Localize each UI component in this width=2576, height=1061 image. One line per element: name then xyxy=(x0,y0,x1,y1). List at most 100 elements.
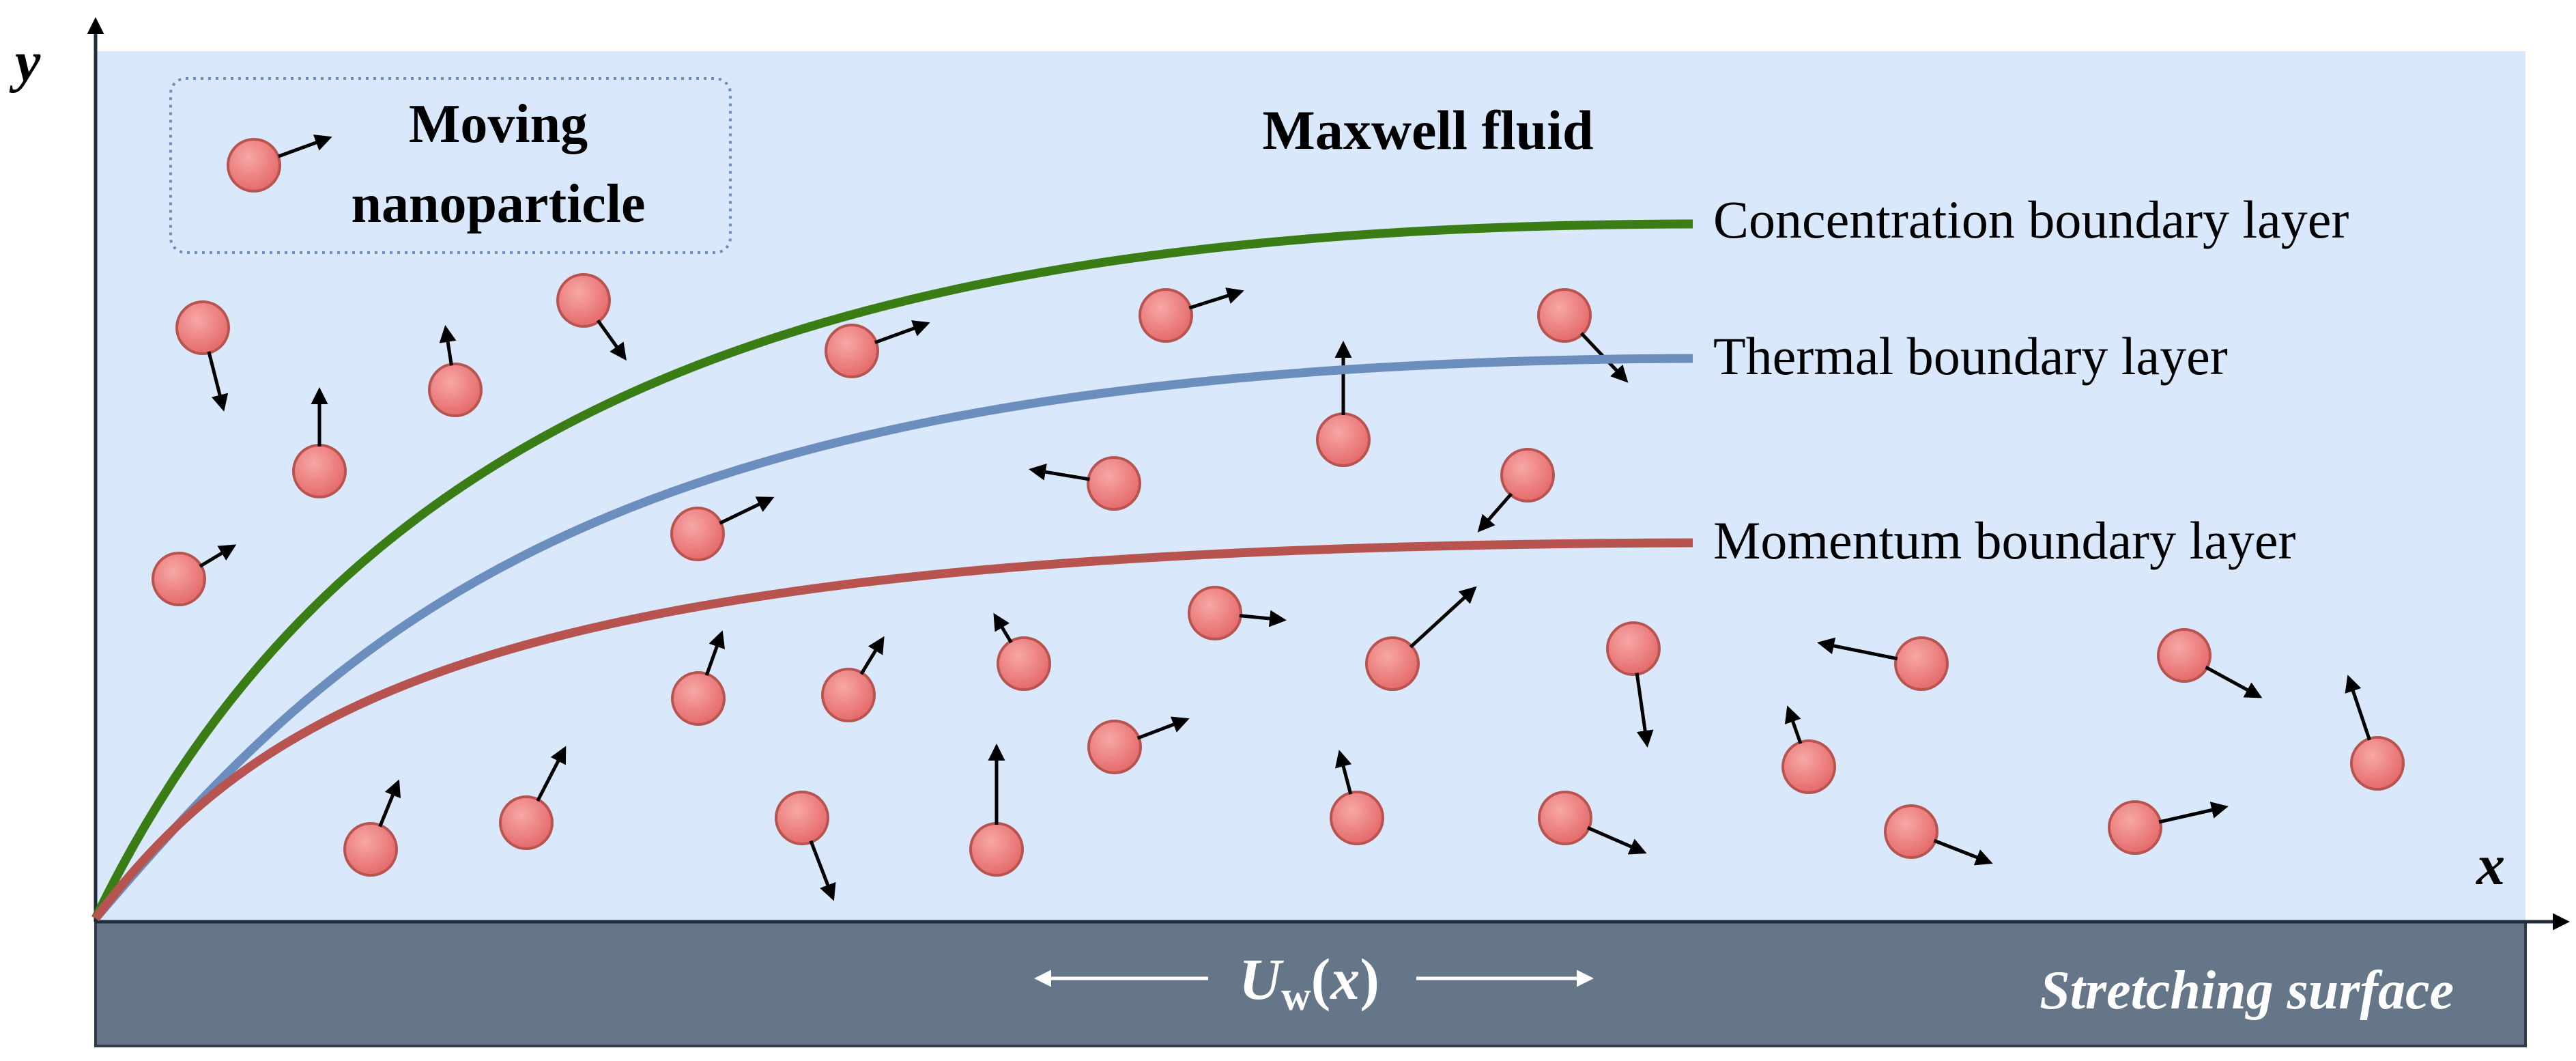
legend: Moving nanoparticle xyxy=(169,77,732,254)
x-axis-label: x xyxy=(2475,834,2505,897)
nanoparticle-body xyxy=(1330,791,1384,845)
thermal-boundary-layer-label: Thermal boundary layer xyxy=(1713,326,2228,386)
velocity-symbol: U xyxy=(1239,946,1284,1012)
nanoparticle-velocity-arrow xyxy=(1784,705,1803,744)
nanoparticle-body xyxy=(499,795,554,850)
momentum-boundary-layer-curve xyxy=(91,538,1693,921)
nanoparticle-body xyxy=(1188,586,1242,640)
nanoparticle-velocity-arrow xyxy=(1409,586,1477,649)
nanoparticle xyxy=(428,325,483,417)
nanoparticle xyxy=(825,320,930,378)
nanoparticle-velocity-arrow xyxy=(199,544,237,568)
nanoparticle-velocity-arrow xyxy=(859,636,885,675)
nanoparticle xyxy=(670,496,775,561)
nanoparticle-body xyxy=(1365,636,1420,691)
nanoparticle-body xyxy=(343,822,398,877)
nanoparticle-body xyxy=(670,507,725,561)
nanoparticle xyxy=(2345,675,2405,791)
nanoparticle-body xyxy=(1537,288,1592,343)
nanoparticle-body xyxy=(292,444,347,498)
nanoparticle-body xyxy=(1316,412,1371,467)
nanoparticle xyxy=(1538,791,1647,855)
legend-box xyxy=(169,77,732,254)
nanoparticle xyxy=(1781,705,1836,794)
nanoparticle-body xyxy=(1894,636,1949,691)
fluid-region xyxy=(96,51,2525,922)
nanoparticle-velocity-arrow xyxy=(719,496,775,525)
nanoparticle-velocity-arrow xyxy=(207,351,229,412)
nanoparticle-body xyxy=(969,822,1024,877)
legend-label-line2: nanoparticle xyxy=(351,174,645,234)
nanoparticle xyxy=(292,387,347,498)
nanoparticle-body xyxy=(175,300,230,355)
nanoparticle-velocity-arrow xyxy=(1635,673,1654,748)
stretching-surface-label: Stretching surface xyxy=(2040,961,2454,1021)
nanoparticle xyxy=(1365,586,1477,691)
nanoparticle-body xyxy=(1781,739,1836,794)
nanoparticle-velocity-arrow xyxy=(596,319,627,361)
velocity-close-paren: ) xyxy=(1360,946,1379,1012)
momentum-boundary-layer-label: Momentum boundary layer xyxy=(1713,511,2295,570)
nanoparticle-velocity-arrow xyxy=(2345,675,2371,741)
nanoparticle-body xyxy=(2350,736,2405,791)
nanoparticle-velocity-arrow xyxy=(439,325,457,366)
nanoparticle-velocity-arrow xyxy=(1817,637,1898,661)
nanoparticle-body xyxy=(1538,791,1592,845)
nanoparticle-velocity-arrow xyxy=(1587,826,1647,855)
nanoparticle xyxy=(152,544,237,606)
surface-velocity-label: Uw(x) xyxy=(1239,946,1379,1019)
nanoparticle-velocity-arrow xyxy=(1933,838,1993,866)
fluid-label: Maxwell fluid xyxy=(1262,99,1593,161)
legend-particle-icon xyxy=(227,135,332,193)
nanoparticle xyxy=(671,630,726,726)
nanoparticle-body xyxy=(775,791,829,845)
nanoparticle-body xyxy=(1139,288,1193,343)
nanoparticle-velocity-arrow xyxy=(2205,666,2263,698)
nanoparticle-body xyxy=(1087,720,1142,774)
nanoparticle xyxy=(1188,586,1287,640)
nanoparticle-body xyxy=(1500,448,1555,503)
nanoparticle xyxy=(556,273,627,361)
nanoparticle xyxy=(993,612,1051,691)
velocity-argument: x xyxy=(1329,946,1360,1012)
nanoparticles xyxy=(152,273,2405,901)
concentration-boundary-layer-curve xyxy=(91,219,1693,920)
nanoparticle-velocity-arrow xyxy=(378,779,401,827)
velocity-subscript: w xyxy=(1281,974,1311,1019)
nanoparticle-velocity-arrow xyxy=(1335,750,1353,795)
nanoparticle xyxy=(499,746,567,850)
nanoparticle-velocity-arrow xyxy=(1239,610,1287,627)
nanoparticle-body xyxy=(1087,456,1141,511)
nanoparticle-velocity-arrow xyxy=(1477,492,1513,533)
nanoparticle-velocity-arrow xyxy=(536,746,567,802)
nanoparticle-body xyxy=(825,324,879,378)
nanoparticle-body xyxy=(671,671,726,726)
nanoparticle-velocity-arrow xyxy=(2158,802,2229,824)
nanoparticle xyxy=(2108,800,2229,855)
nanoparticle-velocity-arrow xyxy=(704,630,726,676)
nanoparticle xyxy=(969,744,1024,877)
nanoparticle xyxy=(2157,628,2263,698)
nanoparticle-velocity-arrow xyxy=(1188,287,1244,310)
nanoparticle xyxy=(1330,750,1384,845)
nanoparticle xyxy=(1477,448,1555,533)
nanoparticle xyxy=(1316,341,1371,467)
nanoparticle-body xyxy=(152,552,206,606)
nanoparticle xyxy=(1884,804,1993,866)
nanoparticle xyxy=(1606,621,1661,748)
nanoparticle-body xyxy=(821,668,876,722)
stretching-surface xyxy=(94,920,2527,1047)
nanoparticle-body xyxy=(997,636,1051,691)
surface-velocity: Uw(x) xyxy=(1034,946,1594,1019)
velocity-open-paren: ( xyxy=(1311,946,1331,1012)
nanoparticle-body xyxy=(1884,804,1938,859)
nanoparticle xyxy=(175,300,230,412)
nanoparticle-velocity-arrow xyxy=(1029,463,1090,481)
nanoparticle xyxy=(1087,716,1190,774)
nanoparticle-body xyxy=(2108,800,2162,855)
nanoparticle-velocity-arrow xyxy=(993,612,1013,644)
concentration-boundary-layer-label: Concentration boundary layer xyxy=(1713,190,2349,249)
nanoparticle xyxy=(775,791,836,901)
nanoparticle xyxy=(821,636,885,722)
